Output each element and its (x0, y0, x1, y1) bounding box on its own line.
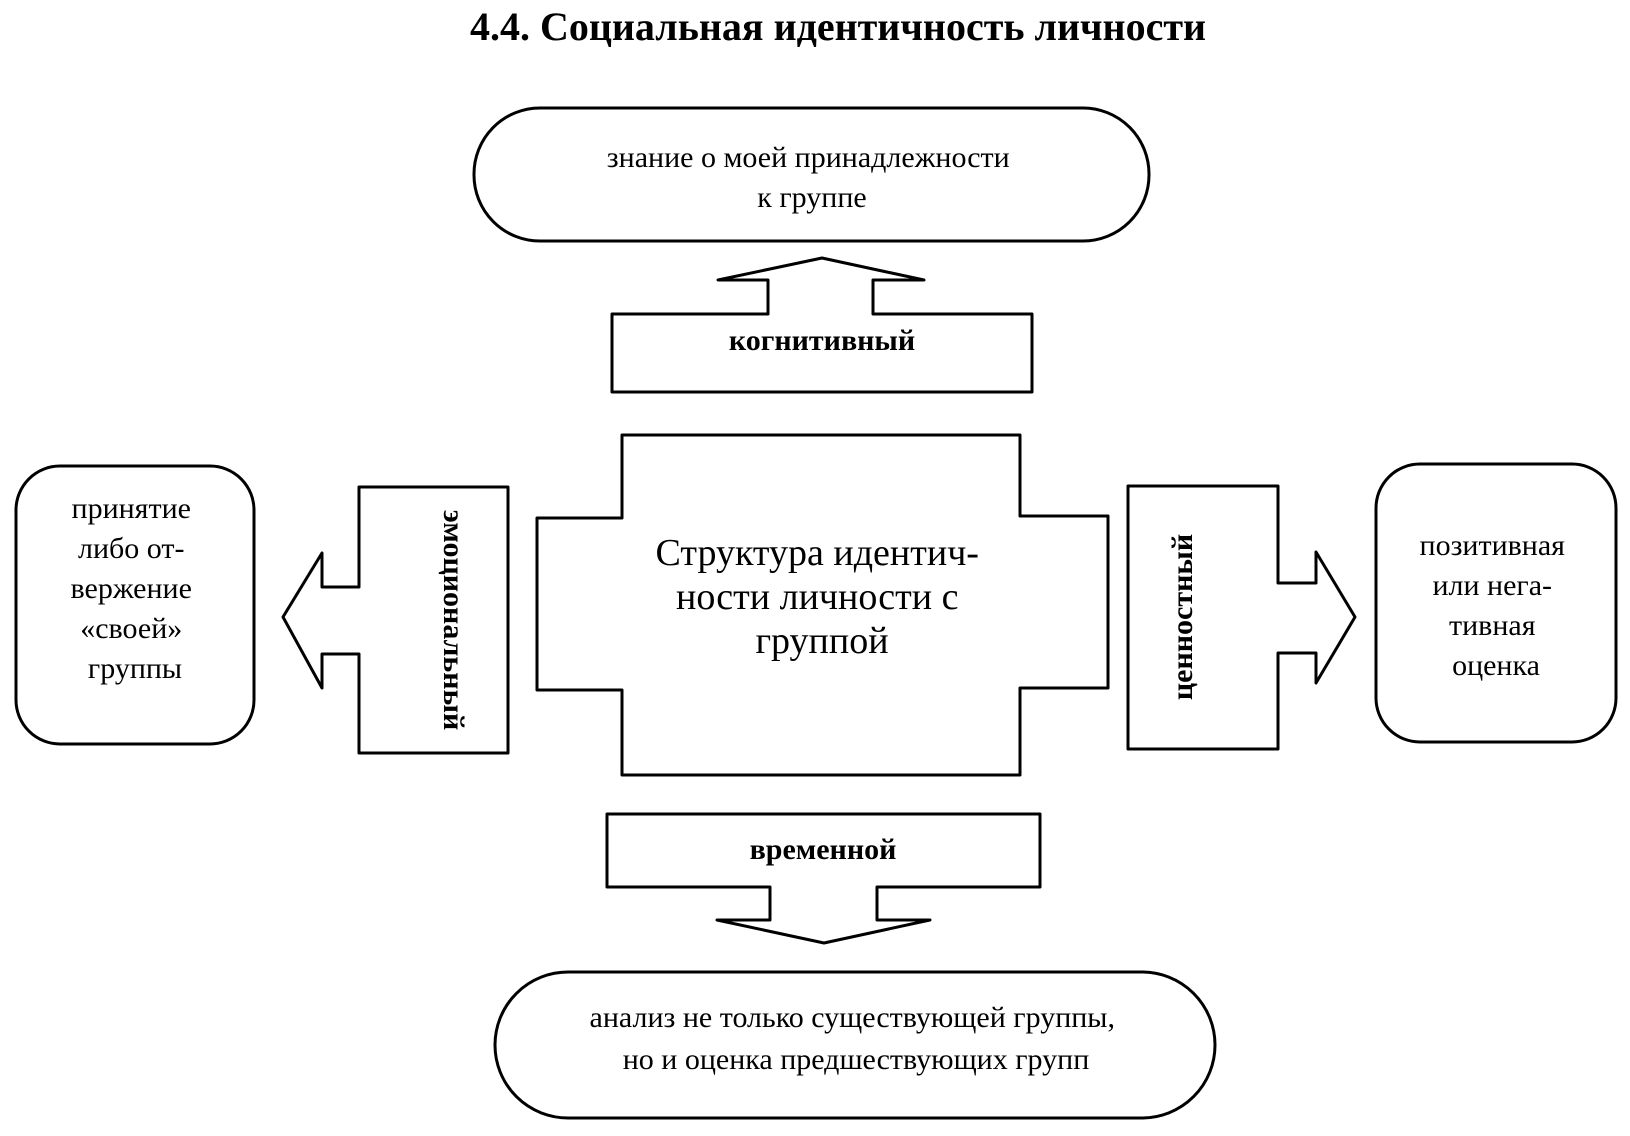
temporal-target-box: анализ не только существующей группы, но… (493, 970, 1217, 1120)
emotional-arrow: эмоциональный (281, 485, 510, 755)
value-arrow: ценностный (1126, 484, 1357, 751)
temporal-label: временной (750, 833, 897, 866)
emotional-target-line: «своей» (80, 612, 182, 645)
cognitive-target-line: к группе (757, 181, 866, 214)
center-line: ности личности с (676, 576, 958, 618)
cognitive-label: когнитивный (729, 324, 915, 357)
value-target-line: оценка (1452, 649, 1540, 682)
cognitive-target-box: знание о моей принадлежности к группе (472, 106, 1151, 243)
temporal-target-text: анализ не только существующей группы, но… (590, 1001, 1123, 1076)
value-label: ценностный (1166, 534, 1199, 700)
emotional-target-line: принятие (72, 492, 191, 525)
value-target-text: позитивная или нега- тивная оценка (1420, 529, 1573, 682)
value-target-line: позитивная (1420, 529, 1566, 562)
center-text: Структура идентич- ности личности с груп… (656, 532, 989, 662)
cognitive-target-line: знание о моей принадлежности (607, 141, 1010, 174)
cognitive-arrow: когнитивный (610, 256, 1034, 394)
temporal-arrow: временной (605, 812, 1042, 945)
value-target-line: тивная (1449, 609, 1536, 642)
center-line: группой (755, 620, 888, 662)
center-block: Структура идентич- ности личности с груп… (535, 433, 1110, 777)
emotional-target-line: вержение (71, 572, 192, 605)
temporal-target-line: но и оценка предшествующих групп (623, 1043, 1090, 1076)
emotional-target-text: принятие либо от- вержение «своей» групп… (71, 492, 200, 685)
page-title: 4.4. Социальная идентичность личности (470, 4, 1206, 49)
emotional-label: эмоциональный (437, 510, 470, 731)
cognitive-target-text: знание о моей принадлежности к группе (607, 141, 1017, 214)
center-line: Структура идентич- (656, 532, 979, 574)
emotional-target-line: либо от- (78, 532, 185, 565)
value-target-line: или нега- (1432, 569, 1552, 602)
emotional-target-line: группы (88, 652, 182, 685)
value-target-box: позитивная или нега- тивная оценка (1374, 462, 1618, 744)
temporal-target-line: анализ не только существующей группы, (590, 1001, 1115, 1034)
emotional-target-box: принятие либо от- вержение «своей» групп… (14, 464, 256, 746)
